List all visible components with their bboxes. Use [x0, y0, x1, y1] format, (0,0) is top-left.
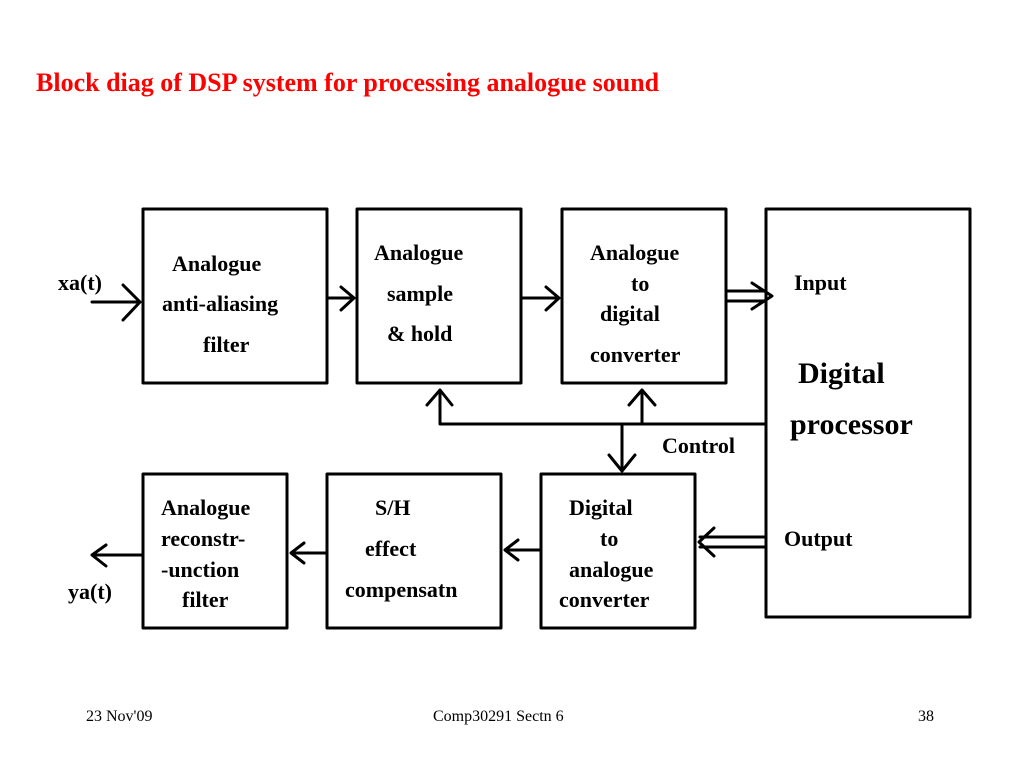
- input-arrow: [90, 283, 142, 322]
- arrow-dac-to-sh-comp: [503, 538, 543, 562]
- sh-effect-block: [325, 472, 503, 630]
- recon-filter-line-1: Analogue: [161, 495, 250, 520]
- sh-effect-line-1: S/H: [375, 495, 410, 520]
- anti-aliasing-line-3: filter: [203, 332, 250, 357]
- digital-processor-line-2: processor: [790, 408, 913, 441]
- slide-title: Block diag of DSP system for processing …: [36, 68, 660, 97]
- arrow-sh-to-adc: [519, 285, 561, 312]
- arrow-dp-to-dac: [697, 526, 768, 558]
- arrow-adc-to-dp: [724, 281, 774, 311]
- sample-hold-line-2: sample: [387, 281, 453, 306]
- anti-aliasing-line-1: Analogue: [172, 251, 261, 276]
- dac-line-2: to: [600, 526, 618, 551]
- recon-filter-line-2: reconstr-: [161, 526, 245, 551]
- control-bus: [425, 388, 768, 473]
- footer-date: 23 Nov'09: [86, 708, 153, 725]
- adc-block: [560, 207, 728, 385]
- arrow-shcomp-to-recon: [289, 541, 329, 565]
- footer-page-number: 38: [918, 708, 934, 725]
- adc-line-4: converter: [590, 342, 681, 367]
- dac-line-3: analogue: [569, 557, 654, 582]
- dac-line-4: converter: [559, 587, 650, 612]
- control-label: Control: [662, 433, 735, 458]
- adc-line-2: to: [631, 271, 649, 296]
- dac-line-1: Digital: [569, 495, 633, 520]
- adc-line-3: digital: [600, 301, 660, 326]
- sample-hold-line-3: & hold: [387, 321, 452, 346]
- sample-hold-block: [355, 207, 523, 385]
- dp-output-label: Output: [784, 526, 853, 551]
- sample-hold-line-1: Analogue: [374, 240, 463, 265]
- adc-line-1: Analogue: [590, 240, 679, 265]
- sh-effect-line-2: effect: [365, 536, 417, 561]
- anti-aliasing-filter-block: [141, 207, 329, 385]
- output-arrow: [90, 543, 145, 568]
- dp-input-label: Input: [794, 270, 847, 295]
- reconstruction-filter-block: [141, 472, 289, 630]
- footer-course: Comp30291 Sectn 6: [433, 708, 564, 725]
- recon-filter-line-4: filter: [182, 587, 229, 612]
- input-signal-label: xa(t): [58, 270, 102, 295]
- sh-effect-line-3: compensatn: [345, 577, 457, 602]
- arrow-filter-to-sh: [325, 285, 356, 312]
- digital-processor-line-1: Digital: [798, 357, 885, 390]
- recon-filter-line-3: -unction: [161, 557, 239, 582]
- digital-processor-block: [764, 207, 972, 619]
- output-signal-label: ya(t): [68, 579, 112, 604]
- anti-aliasing-line-2: anti-aliasing: [162, 291, 278, 316]
